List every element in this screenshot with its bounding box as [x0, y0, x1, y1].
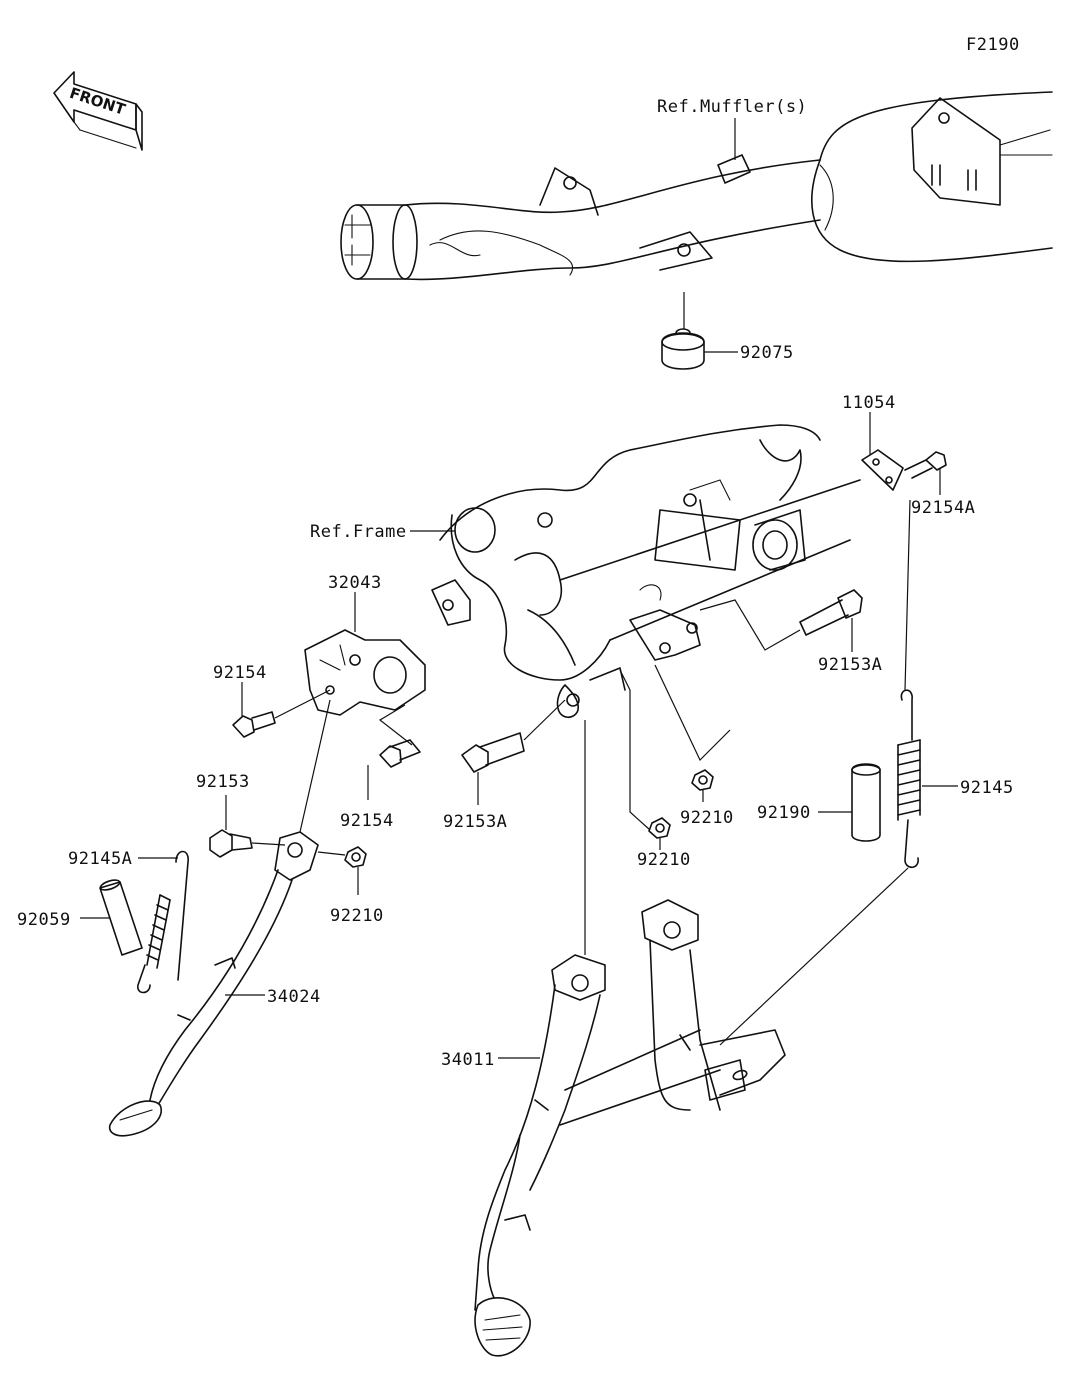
bracket-11054 [861, 412, 904, 491]
part-label-92059: 92059 [17, 910, 71, 930]
rubber-damper-92075 [661, 292, 738, 370]
part-label-92153A-center: 92153A [443, 812, 507, 832]
bolt-92153 [209, 795, 286, 858]
part-label-92154-lower: 92154 [340, 811, 394, 831]
part-label-34011: 34011 [441, 1050, 495, 1070]
bolt-92153a-center [461, 699, 566, 805]
part-label-92153A-right: 92153A [818, 655, 882, 675]
side-stand-34024 [108, 699, 331, 1137]
figure-code: F2190 [966, 35, 1020, 55]
frame-assembly [431, 424, 861, 719]
center-stand-34011 [474, 720, 786, 1357]
part-label-92145: 92145 [960, 778, 1014, 798]
part-label-92154-upper: 92154 [213, 663, 267, 683]
ref-frame-label: Ref.Frame [310, 522, 407, 542]
bolt-92154-lower [367, 704, 421, 800]
bolt-92154a [904, 451, 947, 495]
collar-92190 [818, 763, 881, 842]
muffler-assembly [340, 91, 1053, 281]
bolt-92154-upper [232, 682, 331, 738]
part-label-92145A: 92145A [68, 849, 132, 869]
nut-92210-right [654, 664, 731, 802]
part-label-11054: 11054 [842, 393, 896, 413]
nut-92210-left [317, 846, 367, 895]
part-label-92154A: 92154A [911, 498, 975, 518]
part-label-92190: 92190 [757, 803, 811, 823]
nut-92210-center [619, 669, 671, 850]
part-label-34024: 34024 [267, 987, 321, 1007]
ref-muffler-label: Ref.Muffler(s) [657, 97, 807, 117]
spring-92145 [719, 499, 958, 1046]
part-label-92210-right: 92210 [680, 808, 734, 828]
front-arrow-icon: FRONT [53, 71, 143, 151]
part-label-92210-center: 92210 [637, 850, 691, 870]
bracket-32043 [304, 592, 426, 716]
part-label-32043: 32043 [328, 573, 382, 593]
collar-92059 [80, 879, 143, 956]
bolt-92153a-right [699, 589, 863, 652]
part-label-92075: 92075 [740, 343, 794, 363]
part-label-92153: 92153 [196, 772, 250, 792]
part-label-92210-left: 92210 [330, 906, 384, 926]
spring-92145a [137, 850, 189, 994]
